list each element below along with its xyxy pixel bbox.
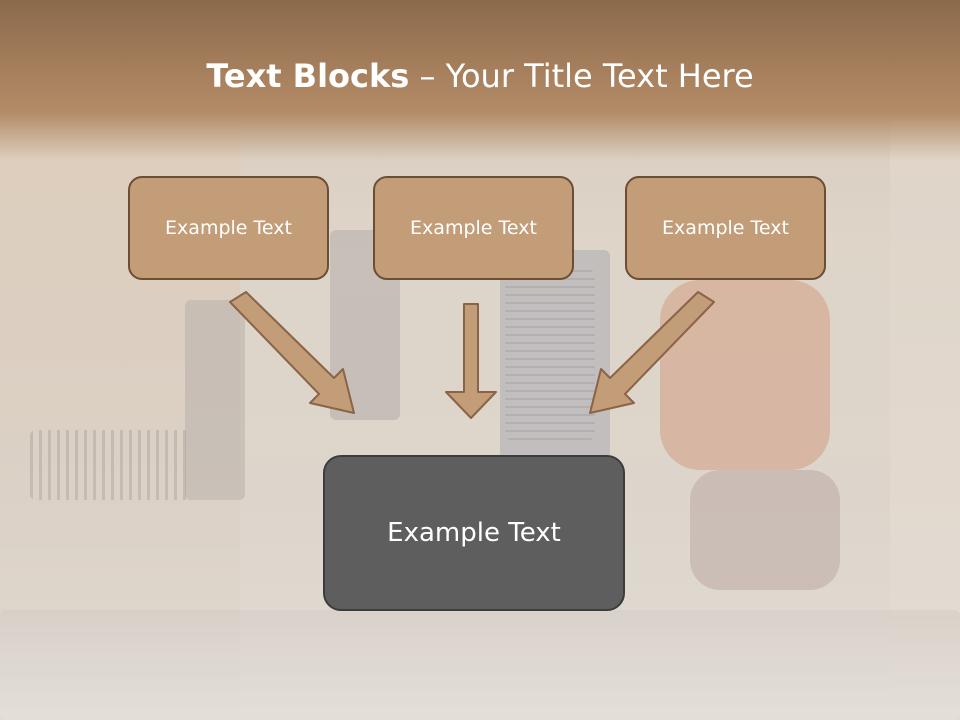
text-block-top-left[interactable]: Example Text (128, 176, 329, 280)
text-block-top-right[interactable]: Example Text (625, 176, 826, 280)
title-bold: Text Blocks (206, 57, 410, 95)
graffiti-dark (690, 470, 840, 590)
graffiti-mark (505, 270, 595, 440)
title-separator: – (409, 57, 446, 95)
text-block-bottom[interactable]: Example Text (323, 455, 625, 611)
slide-title: Text Blocks – Your Title Text Here (0, 54, 960, 98)
floor (0, 610, 960, 720)
graffiti-mark (30, 430, 190, 500)
header-band (0, 0, 960, 160)
text-block-top-center[interactable]: Example Text (373, 176, 574, 280)
title-rest: Your Title Text Here (445, 57, 754, 95)
